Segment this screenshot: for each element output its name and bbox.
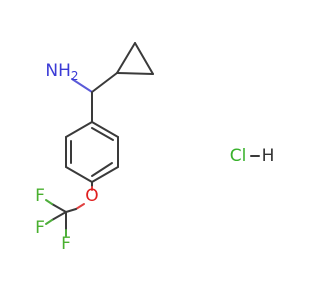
bond-c-n xyxy=(71,78,93,93)
bond-c-f-lower xyxy=(45,219,53,225)
ring-double-bond-1 xyxy=(91,127,114,141)
chlorine-label: Cl xyxy=(230,146,247,166)
bond-cyclopropyl-1 xyxy=(116,42,136,74)
bond-o-c xyxy=(75,203,85,210)
bond-cyclopropyl-3 xyxy=(116,72,154,75)
ring-double-bond-2 xyxy=(91,162,113,177)
fluorine-label-1: F xyxy=(35,186,45,206)
ring-bond-4 xyxy=(65,166,93,183)
bond-c-cyclopropyl xyxy=(91,72,118,93)
fluorine-label-3: F xyxy=(61,234,71,254)
bond-c-f-upper xyxy=(45,199,53,205)
oxygen-label: O xyxy=(85,186,98,206)
bond-o-c-dark xyxy=(65,208,77,213)
fluorine-label-2: F xyxy=(35,218,45,238)
bond-c-f-upper-dark xyxy=(51,203,67,213)
ring-bond-6 xyxy=(65,121,93,138)
amine-label: NH2 xyxy=(45,61,78,83)
ring-bond-1 xyxy=(91,121,119,138)
cyclopropyl-ring xyxy=(116,42,154,75)
benzene-ring xyxy=(65,121,119,183)
bond-cyclopropyl-2 xyxy=(134,42,154,75)
structure-diagram: NH2 O F F F Cl H xyxy=(35,42,275,254)
ring-bond-3 xyxy=(91,166,119,183)
hydrogen-label: H xyxy=(262,146,275,166)
bond-c-f-lower-dark xyxy=(51,211,67,221)
